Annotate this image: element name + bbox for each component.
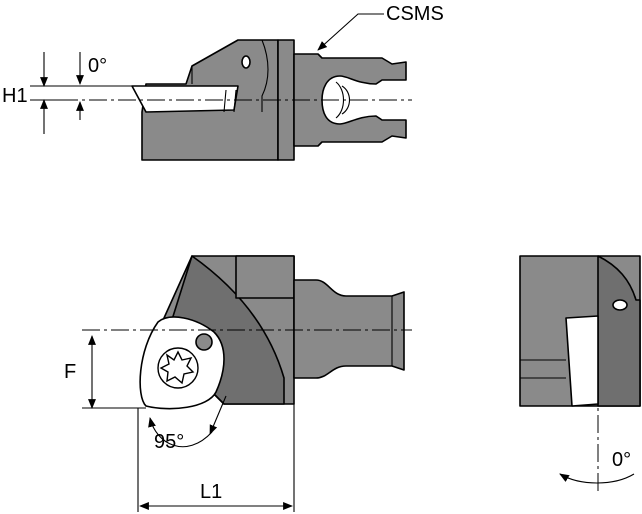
l1-label: L1 [200, 481, 222, 503]
angle-95-arc [148, 417, 213, 448]
top-view-clamp-pin [195, 333, 213, 351]
side-view [30, 13, 412, 161]
angle-right-arc [559, 473, 635, 484]
csms-leader [317, 13, 384, 51]
side-view-contour-line [261, 39, 269, 112]
csms-label: CSMS [386, 3, 444, 25]
side-view-insert-edge-2 [233, 89, 237, 113]
angle-right-label: 0° [612, 449, 631, 471]
side-view-bore-arc-inner [341, 85, 351, 115]
end-view-insert [565, 315, 599, 407]
end-view-hole [612, 299, 628, 311]
top-view [82, 255, 412, 512]
angle-top-label: 0° [88, 55, 107, 77]
top-view-upper-block [235, 255, 295, 299]
top-view-coupling-shank [293, 279, 405, 379]
end-view [519, 255, 641, 494]
side-view-insert [131, 85, 239, 113]
h1-label: H1 [2, 85, 28, 107]
angle-95-leader [209, 395, 227, 435]
angle-95-label: 95° [154, 431, 184, 453]
torx-screw-icon [157, 347, 199, 389]
f-label: F [64, 361, 76, 383]
side-view-insert-edge [223, 89, 227, 113]
end-view-side-face [597, 255, 641, 407]
side-view-clamp-hole [241, 55, 251, 69]
